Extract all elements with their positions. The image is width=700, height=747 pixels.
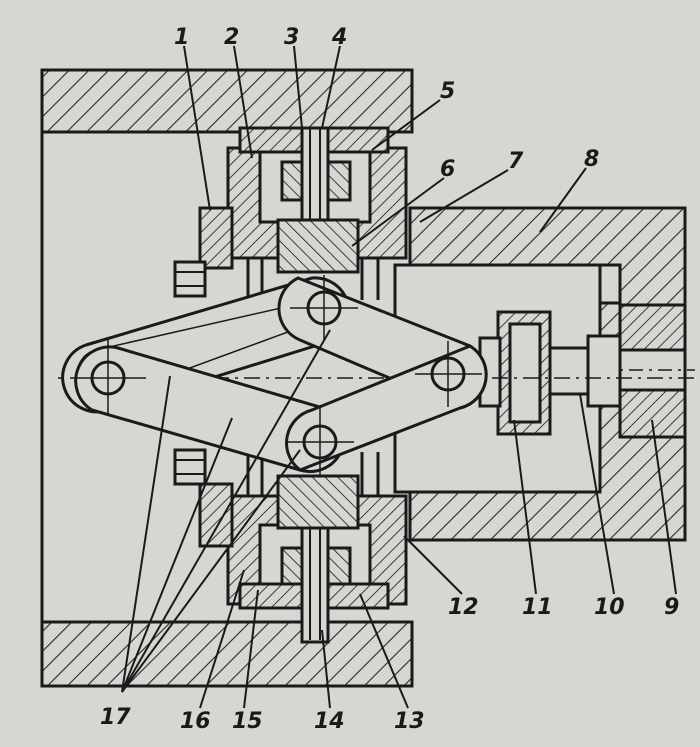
label-part-4: 4 [331,25,347,50]
nut [586,334,622,408]
rod-part-10 [546,346,592,396]
label-part-15: 15 [232,709,263,734]
label-part-16: 16 [180,709,211,734]
label-part-14: 14 [314,709,345,734]
lower-screw-head [173,448,207,486]
upper-guide-part-6 [276,218,360,274]
label-part-10: 10 [594,595,625,620]
label-part-11: 11 [522,595,553,620]
upper-side-plate-part-1 [198,206,234,270]
label-part-2: 2 [224,25,239,50]
upper-screw-head [173,260,207,298]
label-part-13: 13 [394,709,425,734]
bottom-plate [40,620,414,688]
lower-side-plate [198,482,234,548]
leader-lines [121,45,677,709]
label-part-8: 8 [584,147,599,172]
top-plate [40,68,414,134]
label-part-3: 3 [284,25,299,50]
label-part-7: 7 [508,149,524,174]
label-part-12: 12 [448,595,479,620]
label-part-5: 5 [440,79,455,104]
label-part-1: 1 [174,25,189,50]
label-part-17: 17 [100,705,131,730]
label-part-9: 9 [664,595,679,620]
lower-guide [276,474,360,530]
label-part-6: 6 [440,157,455,182]
